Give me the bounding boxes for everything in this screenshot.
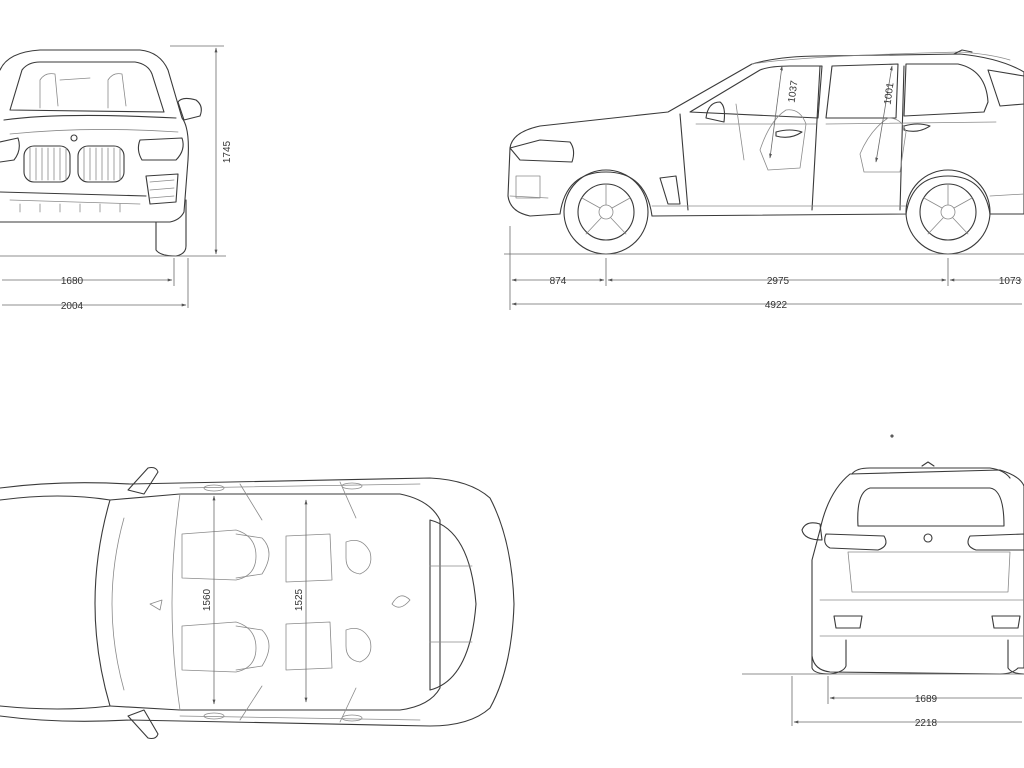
headroom-front-label: 1037: [787, 79, 801, 103]
side-view: 1037 1001 874 2975 1073 4922: [504, 49, 1024, 311]
front-height-label: 1745: [222, 140, 233, 163]
top-view: 1560 1525: [0, 466, 515, 740]
rear-view: 1689 2218: [742, 434, 1024, 729]
rear-overhang-label: 1073: [999, 276, 1022, 287]
front-overhang-label: 874: [550, 276, 567, 287]
headroom-rear-label: 1001: [883, 81, 897, 105]
wheelbase-label: 2975: [767, 276, 790, 287]
length-label: 4922: [765, 300, 788, 311]
front-view: 1745 1680 2004: [0, 45, 233, 312]
front-track-label: 1680: [61, 276, 84, 287]
rear-width-label: 2218: [915, 718, 938, 729]
interior-width-front-label: 1560: [202, 588, 213, 611]
interior-width-rear-label: 1525: [294, 588, 305, 611]
front-width-label: 2004: [61, 301, 84, 312]
rear-track-label: 1689: [915, 694, 938, 705]
